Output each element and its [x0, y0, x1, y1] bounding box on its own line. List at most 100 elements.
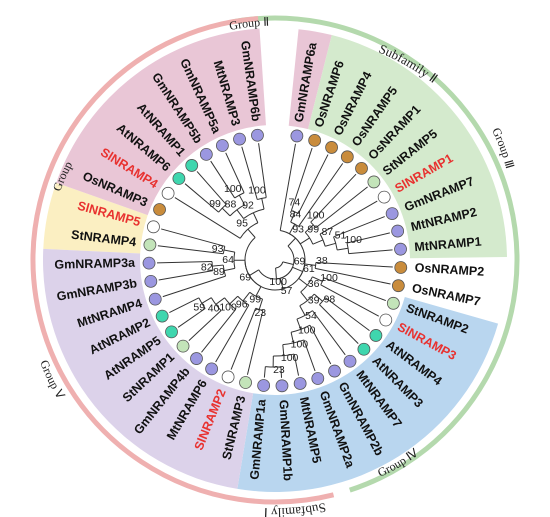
- branch-arc: [310, 221, 317, 229]
- branch: [282, 261, 294, 265]
- branch: [223, 249, 235, 253]
- bootstrap-value: 74: [289, 196, 301, 208]
- branch: [263, 366, 266, 378]
- bootstrap-value: 100: [298, 324, 316, 336]
- leaf-marker: [391, 224, 405, 238]
- leaf-marker: [142, 256, 156, 270]
- branch: [224, 267, 235, 272]
- branch: [169, 297, 200, 313]
- branch: [312, 239, 324, 245]
- leaf-label: GmNRAMP1b: [276, 399, 294, 481]
- branch: [346, 232, 390, 244]
- leaf-marker: [394, 261, 408, 274]
- leaf-marker: [161, 186, 175, 200]
- branch: [158, 270, 213, 281]
- leaf-marker: [148, 292, 162, 306]
- bootstrap-value: 87: [321, 226, 333, 238]
- group-band: [43, 182, 148, 254]
- bootstrap-value: 84: [290, 209, 302, 221]
- bootstrap-value: 39: [308, 294, 320, 306]
- branch: [215, 297, 225, 305]
- bootstrap-value: 38: [316, 255, 328, 267]
- group-1-label: Group Ⅰ: [0, 0, 75, 193]
- branch: [303, 339, 316, 372]
- leaf-marker: [290, 129, 304, 143]
- branch: [157, 245, 224, 255]
- branch: [298, 163, 344, 227]
- branch-arc: [255, 307, 263, 312]
- branch: [309, 324, 332, 365]
- subfamily-2-ring: [232, 15, 520, 493]
- leaf-marker: [143, 238, 157, 252]
- branch: [215, 304, 250, 363]
- leaf-marker: [172, 172, 186, 185]
- leaf-marker: [367, 175, 381, 189]
- branch: [312, 276, 323, 282]
- branch: [201, 297, 212, 304]
- branch-arc: [299, 293, 315, 307]
- group-3-label: Group Ⅲ: [489, 125, 517, 170]
- bootstrap-value: 54: [305, 310, 317, 322]
- branch-arc: [237, 295, 250, 306]
- leaf-marker: [386, 296, 400, 310]
- leaf-marker: [394, 242, 407, 256]
- leaf-marker: [311, 372, 325, 385]
- branch: [247, 228, 256, 238]
- branch-arc: [229, 204, 245, 217]
- bootstrap-value: 100: [281, 352, 299, 364]
- branch-arc: [290, 324, 311, 333]
- group-band: [237, 297, 499, 493]
- bootstrap-value: 99: [249, 294, 261, 306]
- leaf-marker: [391, 279, 405, 293]
- bootstrap-value: 98: [324, 293, 336, 305]
- bootstrap-value: 100: [269, 276, 287, 288]
- branch: [320, 284, 379, 317]
- leaf-marker: [176, 339, 190, 353]
- bootstrap-value: 88: [225, 198, 237, 210]
- branch: [293, 353, 300, 376]
- subfamily-1-ring: [30, 16, 335, 505]
- branch: [258, 143, 267, 198]
- group-band: [288, 29, 332, 130]
- branch: [201, 308, 237, 353]
- branch: [296, 318, 302, 330]
- bootstrap-value: 69: [239, 271, 251, 283]
- branch: [258, 298, 264, 310]
- bootstrap-value: 100: [248, 184, 266, 196]
- leaf-marker: [308, 134, 322, 147]
- leaf-marker: [239, 376, 252, 389]
- branch: [282, 344, 285, 356]
- branch: [290, 332, 294, 344]
- bootstrap-value: 59: [193, 301, 205, 313]
- branch: [280, 366, 283, 378]
- branch: [279, 143, 296, 231]
- leaf-marker: [153, 203, 166, 216]
- bootstrap-value: 23: [254, 307, 266, 319]
- bootstrap-value: 93: [212, 243, 224, 255]
- bootstrap-value: 51: [335, 229, 347, 241]
- branch: [242, 291, 251, 302]
- leaf-marker: [325, 141, 338, 154]
- group-band: [308, 35, 507, 259]
- bootstrap-value: 100: [291, 339, 309, 351]
- branch: [315, 267, 391, 285]
- branch-arc: [346, 242, 350, 254]
- branch: [184, 183, 219, 213]
- bootstrap-value: 100: [307, 210, 325, 222]
- branch: [246, 310, 264, 375]
- branch: [315, 261, 393, 268]
- leaf-marker: [199, 147, 213, 161]
- branch: [157, 261, 213, 264]
- group-2-label: Group Ⅱ: [228, 15, 269, 33]
- branch: [304, 263, 316, 266]
- branch: [221, 207, 231, 217]
- bootstrap-value: 96: [236, 299, 248, 311]
- branch: [252, 212, 259, 223]
- branch: [297, 154, 329, 214]
- leaf-marker: [185, 159, 199, 172]
- branch: [275, 267, 277, 279]
- branch-arc: [257, 197, 267, 201]
